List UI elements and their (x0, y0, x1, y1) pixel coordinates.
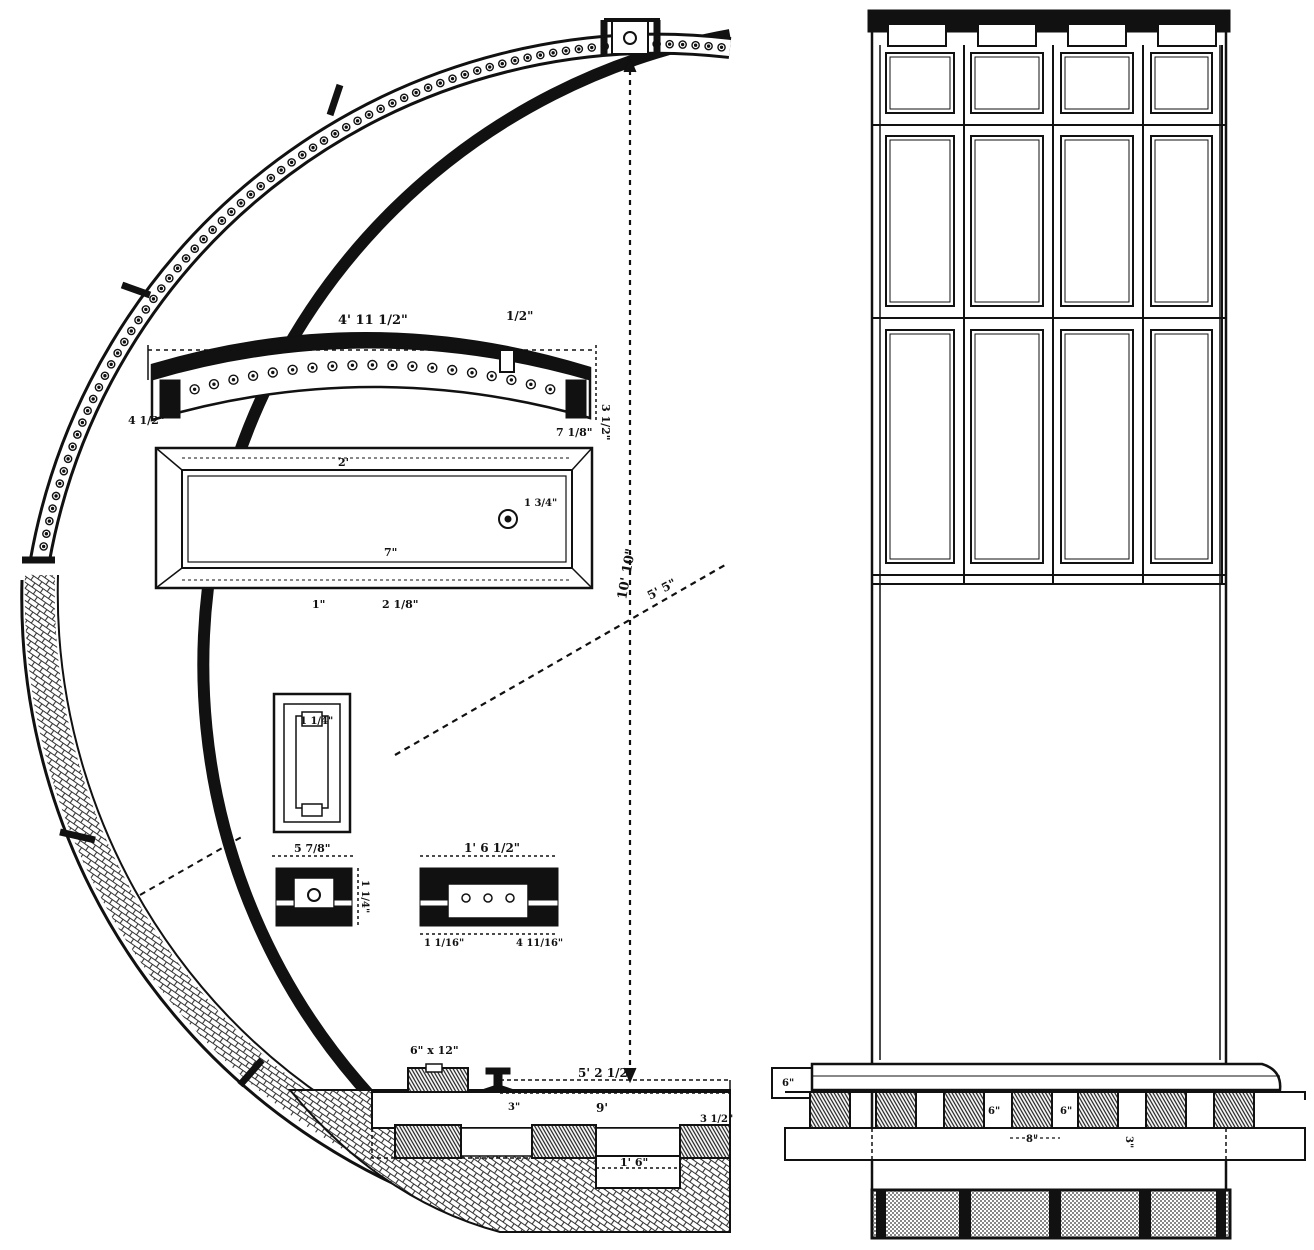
scroll-ornament-icon (189, 359, 556, 395)
tie-gap-2-label: 6" (1060, 1106, 1072, 1117)
plan-left-label: 1" (312, 598, 325, 611)
tie-gap-1-label: 6" (988, 1106, 1000, 1117)
plan-bottom-label: 7" (384, 546, 397, 559)
drain-width-label: 1' 6" (620, 1156, 648, 1169)
joint-b-left-label: 1 1/16" (424, 938, 464, 949)
segment-length-label: 4' 11 1/2" (338, 313, 408, 328)
sleeper (394, 1124, 462, 1159)
lining-ring-panels (872, 45, 1226, 584)
segment-joint-label: 1/2" (506, 309, 533, 323)
joint-section-b (419, 855, 559, 935)
rail-section-icon (481, 1067, 515, 1091)
sleeper (531, 1124, 597, 1159)
small-plate-label: 1 1/4" (300, 716, 333, 727)
joint-a-depth-label: 1 1/4" (359, 880, 370, 913)
ballast-width-label: 9' (596, 1101, 608, 1115)
bolt-plate-detail (272, 692, 352, 834)
bolt-hole-label: 1 3/4" (524, 498, 557, 509)
segment-plan-detail (154, 446, 594, 590)
track-gauge-label: 5' 2 1/2" (578, 1066, 634, 1080)
dimension-labels: 4' 11 1/2" 1/2" 4 1/2" 7 1/8" 3 1/2" 2' … (128, 309, 733, 1169)
joint-b-width-label: 1' 6 1/2" (464, 841, 520, 855)
segment-joints (22, 20, 661, 1088)
tie-depth-label: 3" (1123, 1136, 1134, 1148)
segment-detail (147, 332, 597, 422)
longitudinal-timber (784, 1127, 1306, 1161)
tie-pitch-label: 8" (1026, 1134, 1038, 1145)
elevation-labels: 6" 6" 8" 6" 3" (782, 1078, 1134, 1148)
plan-top-label: 2' (338, 456, 349, 469)
ballast-depth-label: 3" (508, 1102, 520, 1113)
sleeper (679, 1124, 731, 1159)
joint-a-width-label: 5 7/8" (294, 842, 331, 855)
segment-end-right-label: 7 1/8" (556, 426, 593, 439)
rail (810, 1062, 1282, 1092)
plan-right-label: 2 1/8" (382, 598, 419, 611)
scroll-ornament-icon (39, 39, 726, 551)
joint-b-right-label: 4 11/16" (516, 938, 563, 949)
joint-section-a (272, 855, 359, 927)
ballast-side-label: 3 1/2" (700, 1114, 733, 1125)
radius-label: 5' 5" (645, 576, 679, 603)
track-elevation (771, 1062, 1306, 1190)
side-elevation (771, 9, 1306, 1240)
lining-outer-ring (197, 29, 732, 1211)
cross-ties (809, 1091, 1255, 1129)
rail-height-label: 6" (782, 1078, 794, 1089)
ballast-bed (371, 1091, 731, 1129)
radius-line (394, 564, 726, 756)
segment-depth-label: 3 1/2" (599, 404, 612, 441)
sleeper-size-label: 6" x 12" (410, 1044, 459, 1057)
cross-section (20, 18, 732, 1233)
segment-end-left-label: 4 1/2" (128, 414, 165, 427)
drain-channel (595, 1155, 681, 1189)
diameter-label: 10' 10" (615, 547, 639, 600)
